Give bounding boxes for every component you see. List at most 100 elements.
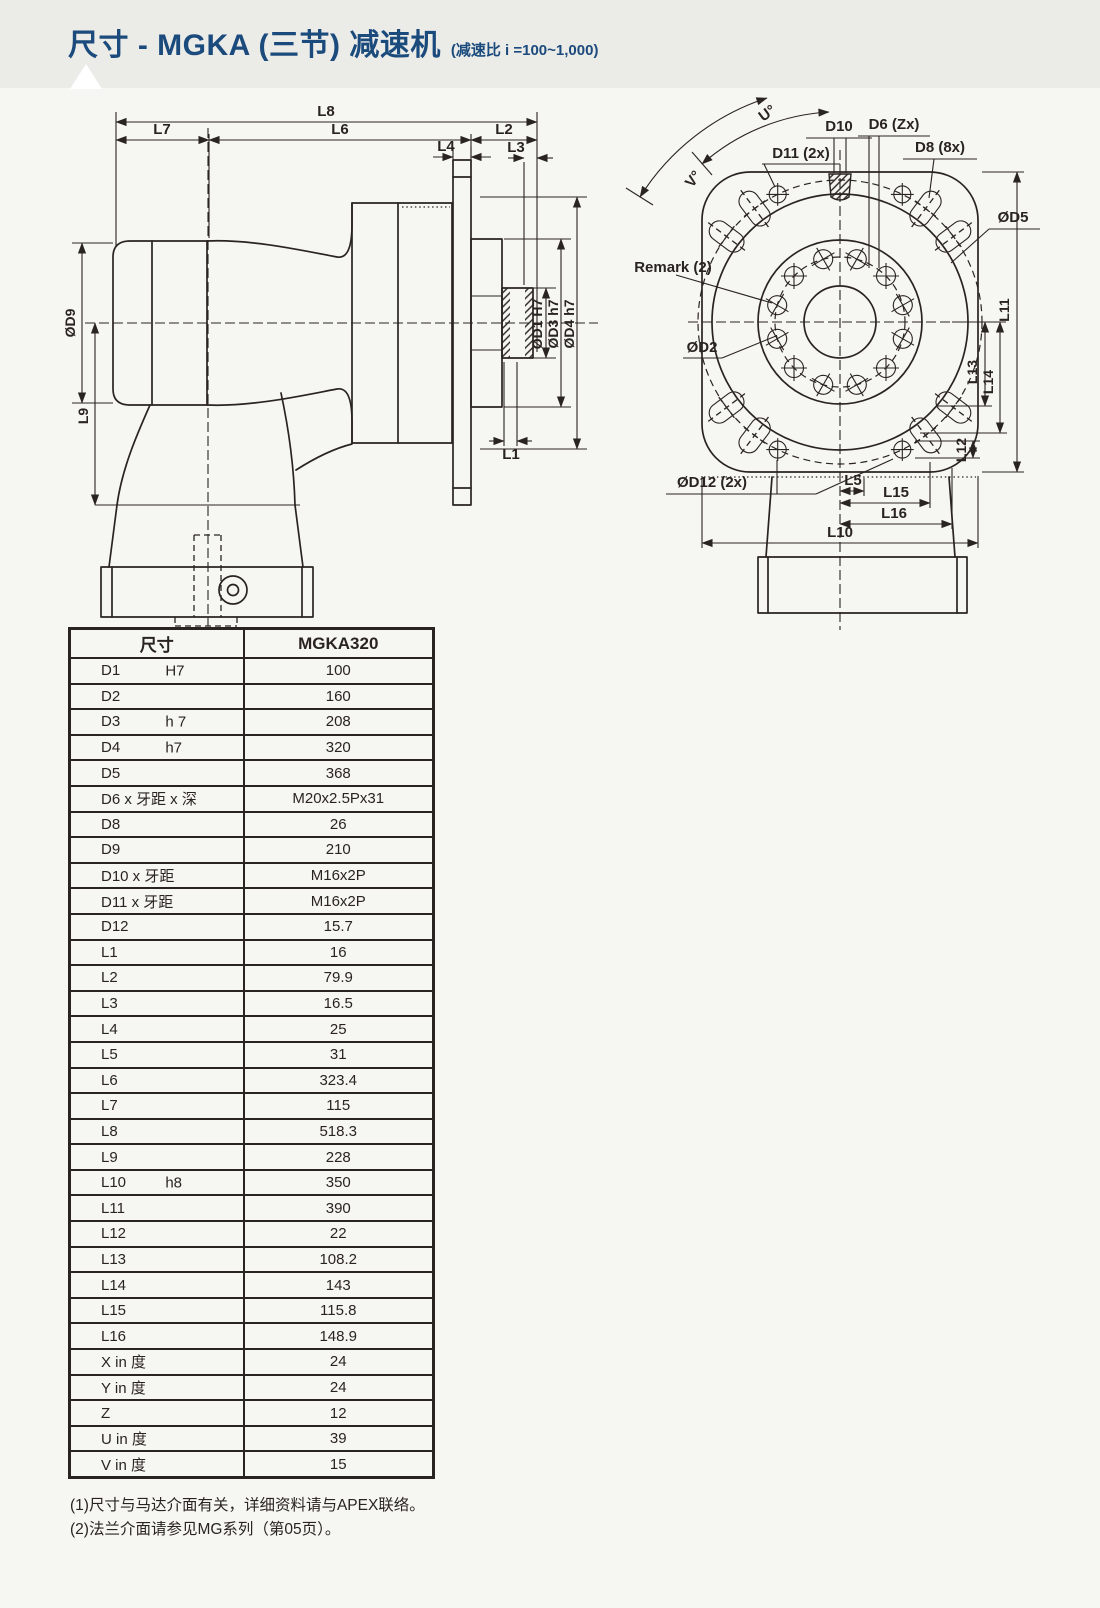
label-od3: ØD3 h7 xyxy=(545,299,561,348)
dimension-value-cell: 148.9 xyxy=(242,1322,435,1351)
dimension-label-cell: D2 xyxy=(68,682,245,711)
dimension-value-cell: 228 xyxy=(242,1143,435,1171)
dimension-value-cell: 24 xyxy=(242,1348,435,1376)
technical-drawings: L8 L7 L6 L2 L4 L3 ØD9 L9 ØD1 H7 ØD3 h7 xyxy=(62,97,1040,630)
dimension-label-cell: Z xyxy=(68,1399,245,1427)
label-od5: ØD5 xyxy=(998,209,1029,226)
dimension-value-cell: M20x2.5Px31 xyxy=(242,784,435,813)
label-l7: L7 xyxy=(153,121,171,138)
dimension-value-cell: 22 xyxy=(242,1220,435,1248)
dimension-value-cell: M16x2P xyxy=(242,861,435,890)
label-od9: ØD9 xyxy=(62,308,78,337)
dimension-label-cell: L4 xyxy=(68,1015,245,1043)
dimension-label-cell: L9 xyxy=(68,1143,245,1171)
dimension-value-cell: 115.8 xyxy=(242,1296,435,1325)
page-title: 尺寸 - MGKA (三节) 减速机(减速比 i =100~1,000) xyxy=(68,20,598,64)
dimension-label-cell: L13 xyxy=(68,1245,245,1274)
dimension-value-cell: 210 xyxy=(242,836,435,864)
column-header-dimension: 尺寸 xyxy=(68,627,245,659)
dimension-value-cell: 208 xyxy=(242,708,435,736)
stud-d10 xyxy=(828,173,852,201)
dimension-value-cell: 368 xyxy=(242,759,435,787)
dimension-label-cell: L11 xyxy=(68,1194,245,1223)
dimension-value-cell: 26 xyxy=(242,810,435,839)
dimension-label-cell: Y in 度 xyxy=(68,1373,245,1402)
dimension-value-cell: 323.4 xyxy=(242,1066,435,1095)
label-l5: L5 xyxy=(844,472,862,489)
dimension-value-cell: 160 xyxy=(242,682,435,711)
front-view-drawing: U° V° D10 D11 (2x) D6 (Zx) D8 (8x) ØD5 R… xyxy=(625,97,1040,630)
label-od4: ØD4 h7 xyxy=(561,299,577,348)
label-remark: Remark (2) xyxy=(634,259,712,276)
label-l6: L6 xyxy=(331,121,349,138)
dimension-value-cell: 79.9 xyxy=(242,964,435,992)
label-l3: L3 xyxy=(507,139,525,156)
dimension-value-cell: 25 xyxy=(242,1015,435,1043)
label-l10: L10 xyxy=(827,524,853,541)
dimension-label-cell: L3 xyxy=(68,989,245,1018)
side-view-drawing: L8 L7 L6 L2 L4 L3 ØD9 L9 ØD1 H7 ØD3 h7 xyxy=(62,103,598,627)
bolt-holes-d6 xyxy=(765,247,915,397)
label-d11: D11 (2x) xyxy=(772,145,830,162)
dimension-label-cell: L15 xyxy=(68,1296,245,1325)
page-subtitle-text: (减速比 i =100~1,000) xyxy=(450,42,599,59)
label-l1: L1 xyxy=(502,446,520,463)
label-d6: D6 (Zx) xyxy=(869,116,920,133)
label-d8: D8 (8x) xyxy=(915,139,965,156)
label-l13: L13 xyxy=(964,360,980,384)
dimension-value-cell: 115 xyxy=(242,1092,435,1120)
dimension-label-cell: D11 x 牙距 xyxy=(68,887,245,915)
dimension-value-cell: 15 xyxy=(242,1450,435,1479)
dimension-value-cell: 100 xyxy=(242,657,435,685)
dimension-label-cell: D8 xyxy=(68,810,245,839)
dimension-label-cell: D12 xyxy=(68,912,245,941)
dimension-label-cell: L12 xyxy=(68,1220,245,1248)
column-header-model: MGKA320 xyxy=(242,627,435,659)
page-header-band xyxy=(0,0,1100,88)
dimension-label-cell: L5 xyxy=(68,1040,245,1069)
dimension-label-cell: D6 x 牙距 x 深 xyxy=(68,784,245,813)
dimension-value-cell: 24 xyxy=(242,1373,435,1402)
label-l15: L15 xyxy=(883,484,909,501)
table-header-row: 尺寸 MGKA320 xyxy=(68,627,435,659)
label-od12: ØD12 (2x) xyxy=(677,474,747,491)
dimension-value-cell: 31 xyxy=(242,1040,435,1069)
dimension-value-cell: 108.2 xyxy=(242,1245,435,1274)
dimension-label-cell: D10 x 牙距 xyxy=(68,861,245,890)
label-l9: L9 xyxy=(75,408,91,425)
dimension-label-cell: U in 度 xyxy=(68,1424,245,1453)
label-l14: L14 xyxy=(980,370,996,394)
holes-d11-d12 xyxy=(766,183,914,461)
label-l2: L2 xyxy=(495,121,513,138)
dimension-value-cell: 16.5 xyxy=(242,989,435,1018)
dimension-label-cell: L1 xyxy=(68,938,245,967)
dimension-label-cell: L6 xyxy=(68,1066,245,1095)
dimension-value-cell: 15.7 xyxy=(242,912,435,941)
